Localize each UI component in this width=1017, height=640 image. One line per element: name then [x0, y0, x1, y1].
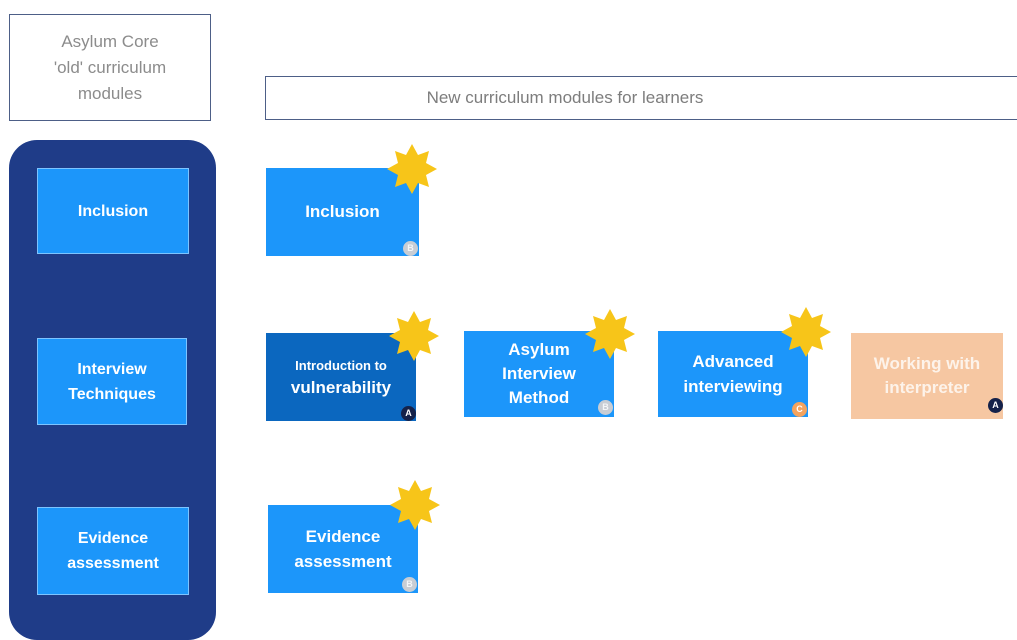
old-module-label-line1: Evidence — [77, 530, 149, 547]
module-label-line2: Interview — [502, 364, 576, 383]
star-icon — [387, 144, 437, 194]
badge-letter: A — [992, 400, 999, 410]
old-module-inclusion: Inclusion — [37, 168, 189, 254]
star-icon — [585, 309, 635, 359]
badge-letter: A — [405, 408, 412, 418]
old-header-line2: 'old' curriculum — [53, 57, 167, 77]
new-curriculum-header: New curriculum modules for learners — [265, 76, 1017, 120]
star-icon — [389, 311, 439, 361]
old-header-line3: modules — [77, 83, 143, 103]
module-label-line2: assessment — [294, 552, 392, 571]
module-label-line2: interpreter — [884, 378, 970, 397]
old-module-label-line2: Techniques — [68, 385, 156, 403]
badge-letter: B — [406, 579, 413, 589]
module-label-line1: Advanced — [692, 352, 774, 371]
star-icon — [390, 480, 440, 530]
badge-letter: B — [407, 243, 414, 253]
star-icon — [781, 307, 831, 357]
module-advanced-interviewing: Advanced interviewing — [658, 331, 808, 417]
old-module-label-line2: assessment — [67, 555, 159, 572]
old-module-interview-techniques: Interview Techniques — [37, 338, 187, 425]
module-label-line3: Method — [508, 388, 570, 407]
level-badge-c: C — [792, 402, 807, 417]
module-evidence-assessment: Evidence assessment — [268, 505, 418, 593]
badge-letter: B — [602, 402, 609, 412]
level-badge-b: B — [402, 577, 417, 592]
module-label-line1: Introduction to — [295, 358, 387, 373]
old-module-evidence-assessment: Evidence assessment — [37, 507, 189, 595]
old-header-line1: Asylum Core — [61, 31, 159, 51]
module-introduction-to-vulnerability: Introduction to vulnerability — [266, 333, 416, 421]
module-label-line1: Working with — [873, 354, 981, 373]
level-badge-a: A — [401, 406, 416, 421]
module-label-line1: Evidence — [305, 527, 381, 546]
badge-letter: C — [796, 404, 803, 414]
module-label-line1: Asylum — [508, 340, 570, 359]
old-module-label: Inclusion — [77, 202, 149, 220]
old-curriculum-header: Asylum Core 'old' curriculum modules — [9, 14, 211, 121]
old-module-label-line1: Interview — [77, 360, 147, 378]
module-working-with-interpreter: Working with interpreter — [851, 333, 1003, 419]
module-label: Inclusion — [305, 202, 380, 221]
level-badge-a: A — [988, 398, 1003, 413]
module-inclusion: Inclusion — [266, 168, 419, 256]
module-label-line2: vulnerability — [290, 378, 392, 397]
new-header-label: New curriculum modules for learners — [426, 88, 704, 107]
module-label-line2: interviewing — [683, 377, 783, 396]
level-badge-b: B — [598, 400, 613, 415]
module-asylum-interview-method: Asylum Interview Method — [464, 331, 614, 417]
level-badge-b: B — [403, 241, 418, 256]
